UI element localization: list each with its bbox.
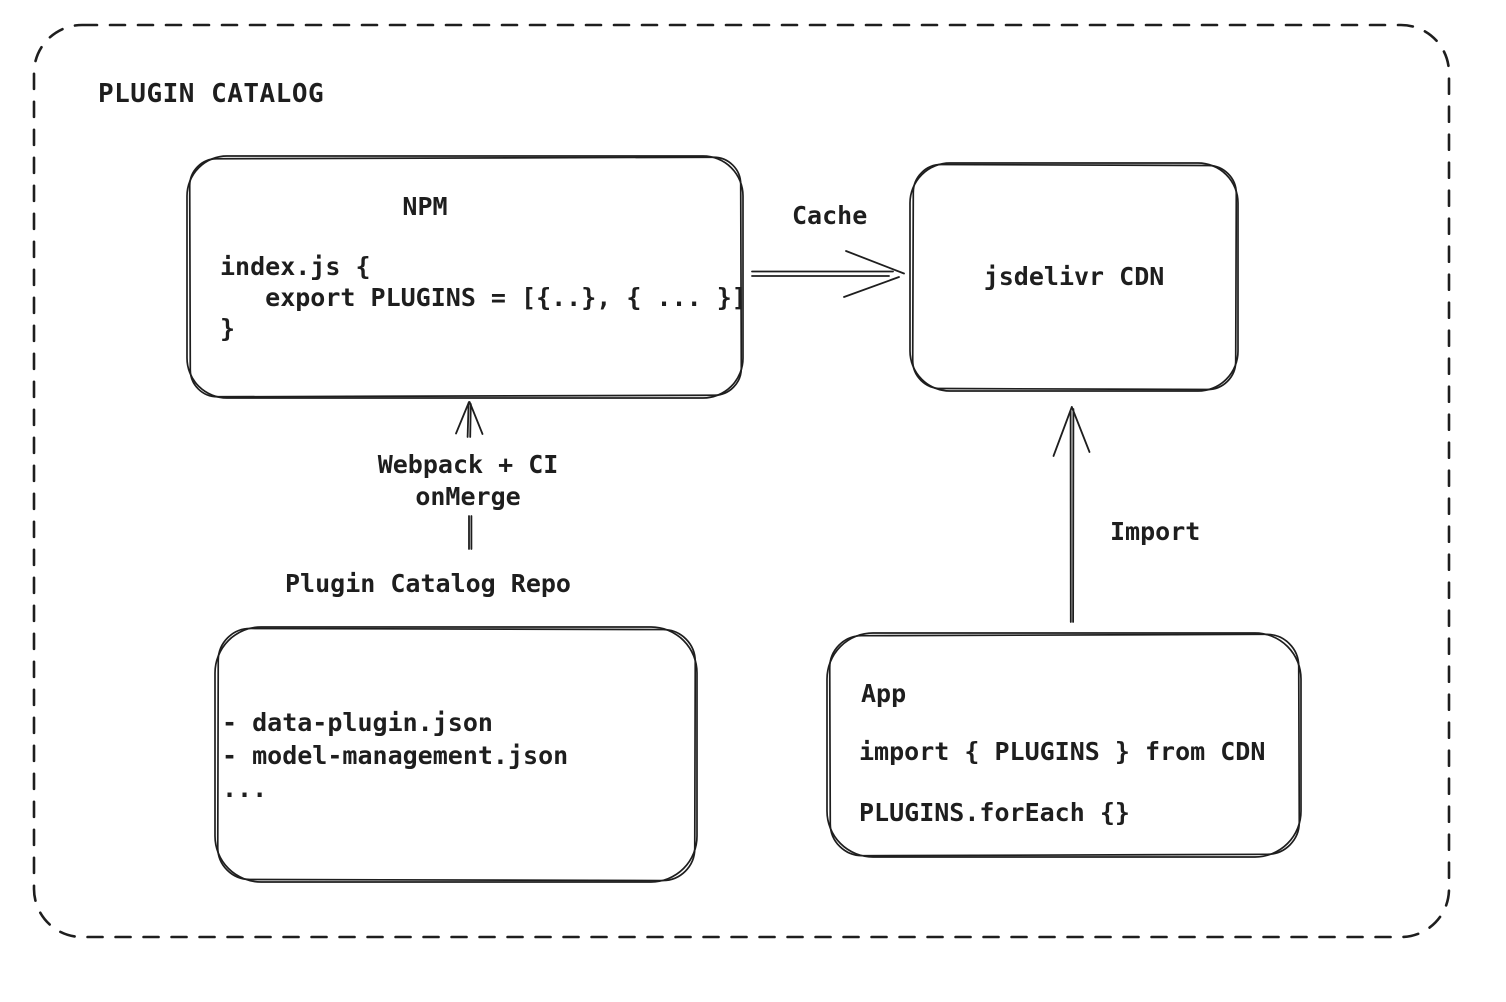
- npm-box-code: index.js { export PLUGINS = [{..}, { ...…: [220, 252, 747, 343]
- build-arrow: [455, 401, 484, 550]
- cdn-box-outline: [909, 162, 1239, 392]
- import-edge-label: Import: [1110, 517, 1201, 546]
- app-box-title: App: [861, 679, 907, 708]
- repo-box-outline: [214, 626, 698, 883]
- cache-edge-label: Cache: [792, 201, 868, 230]
- diagram-title: PLUGIN CATALOG: [98, 79, 325, 109]
- cache-arrow: [751, 250, 905, 298]
- npm-box-outline: [186, 155, 744, 399]
- repo-box-files: - data-plugin.json - model-management.js…: [222, 708, 569, 803]
- catalog-boundary: [32, 23, 1451, 939]
- app-box-outline: [826, 632, 1302, 858]
- repo-box-label: Plugin Catalog Repo: [285, 569, 571, 598]
- import-arrow: [1052, 406, 1091, 623]
- npm-box-title: NPM: [402, 192, 448, 221]
- app-box-foreach-line: PLUGINS.forEach {}: [859, 798, 1130, 827]
- build-edge-label: Webpack + CI onMerge: [377, 450, 559, 511]
- cdn-box-label: jsdelivr CDN: [983, 262, 1165, 291]
- app-box-import-line: import { PLUGINS } from CDN: [859, 737, 1266, 766]
